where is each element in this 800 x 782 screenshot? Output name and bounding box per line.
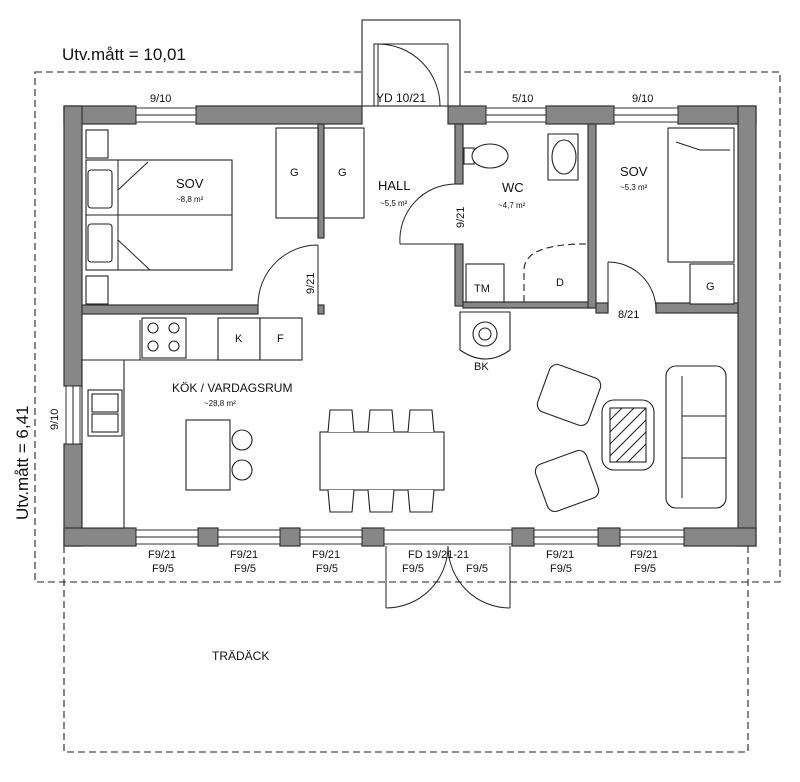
washing-machine	[465, 263, 505, 303]
entrance-door	[377, 43, 441, 107]
opening-label: F9/21	[630, 549, 658, 561]
bottom-opening-labels: F9/21 F9/5 F9/21 F9/5 F9/21 F9/5 FD 19/2…	[148, 549, 658, 575]
nightstand	[85, 275, 109, 305]
opening-sublabel: F9/5	[550, 563, 572, 575]
deck-outline	[63, 546, 749, 753]
door-label-sov1: 9/21	[305, 273, 317, 294]
width-dimension-label: Utv.mått = 10,01	[62, 45, 186, 64]
window-label-wc: 5/10	[512, 93, 533, 105]
deck-label: TRÄDÄCK	[212, 649, 269, 663]
coffee-table	[601, 399, 655, 471]
door-sov2	[607, 261, 657, 311]
opening-sublabel: F9/5	[152, 563, 174, 575]
double-bed	[85, 159, 233, 271]
opening-label: FD 19/21-21	[408, 549, 469, 561]
wood-stove	[459, 311, 511, 360]
height-dimension-label: Utv.mått = 6,41	[13, 406, 32, 520]
cabinet-label-f: F	[277, 333, 284, 345]
door-label-sov2: 8/21	[618, 309, 639, 321]
room-area-wc: ~4,7 m²	[498, 201, 526, 210]
patio-doors	[383, 529, 513, 609]
kitchen-island	[185, 419, 231, 491]
wardrobe	[323, 127, 365, 219]
overall-dimension-outline	[34, 71, 781, 583]
opening-sublabel: F9/5	[402, 563, 424, 575]
cabinet-label-k: K	[235, 333, 243, 345]
washer-label: TM	[474, 283, 490, 295]
opening-sublabel: F9/5	[466, 563, 488, 575]
wardrobe	[689, 263, 735, 305]
stove	[141, 317, 187, 359]
sofa	[665, 365, 727, 509]
stove-label: BK	[474, 361, 489, 373]
opening-sublabel: F9/5	[234, 563, 256, 575]
window-label-left: 9/10	[49, 409, 61, 430]
toilet	[463, 143, 509, 169]
opening-sublabel: F9/5	[634, 563, 656, 575]
single-bed	[667, 127, 735, 263]
room-name-kok: KÖK / VARDAGSRUM	[172, 381, 292, 395]
room-name-wc: WC	[502, 180, 524, 195]
kitchen-sink	[87, 389, 123, 437]
room-name-sov1: SOV	[176, 176, 204, 191]
shower-label: D	[556, 277, 564, 289]
dining-table	[319, 409, 445, 513]
opening-label: F9/21	[546, 549, 574, 561]
window-label-top-right: 9/10	[632, 93, 653, 105]
armchair	[536, 363, 602, 427]
armchair	[534, 449, 600, 513]
sink	[547, 133, 579, 181]
room-area-kok: ~28,8 m²	[204, 399, 236, 408]
shower	[523, 243, 587, 302]
opening-label: F9/21	[312, 549, 340, 561]
entrance-door-label: YD 10/21	[376, 91, 426, 105]
door-sov1	[257, 244, 319, 306]
door-label-wc: 9/21	[455, 207, 467, 228]
opening-label: F9/21	[148, 549, 176, 561]
room-area-hall: ~5,5 m²	[380, 199, 408, 208]
window-label-top-left: 9/10	[150, 93, 171, 105]
opening-sublabel: F9/5	[316, 563, 338, 575]
fridge-cabinet-f	[259, 317, 303, 361]
walls	[63, 105, 757, 547]
closet-label: G	[290, 167, 299, 179]
bar-stool	[231, 429, 253, 451]
closet-label: G	[338, 167, 347, 179]
windows	[65, 107, 685, 545]
wardrobe	[275, 127, 319, 219]
room-name-sov2: SOV	[620, 164, 648, 179]
bar-stool	[231, 459, 253, 481]
room-area-sov2: ~5,3 m²	[620, 183, 648, 192]
opening-label: F9/21	[230, 549, 258, 561]
closet-label: G	[706, 281, 715, 293]
room-area-sov1: ~8,8 m²	[176, 195, 204, 204]
room-name-hall: HALL	[378, 178, 411, 193]
nightstand	[85, 129, 109, 159]
door-wc	[399, 183, 456, 245]
